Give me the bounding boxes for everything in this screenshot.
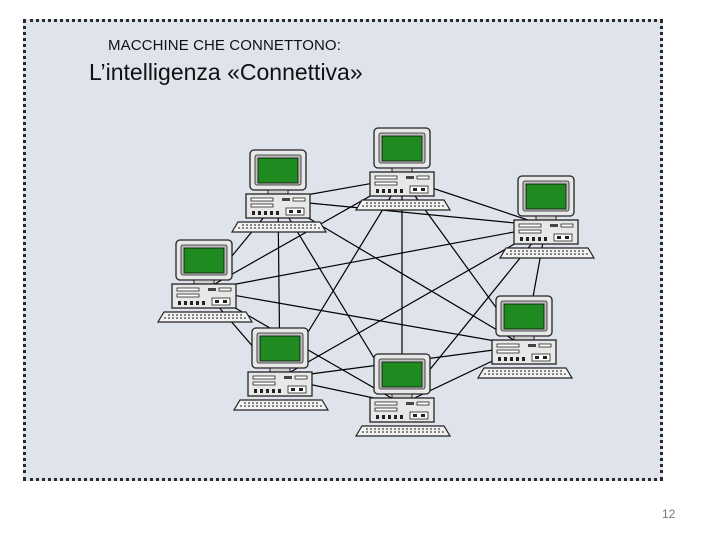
connection-line <box>203 289 525 347</box>
computer-icon <box>355 127 451 211</box>
computer-icon <box>499 175 595 259</box>
connection-line <box>203 177 403 291</box>
slide-subtitle: MACCHINE CHE CONNETTONO: <box>108 37 341 54</box>
computer-icon <box>477 295 573 379</box>
page-number: 12 <box>662 507 676 521</box>
connection-line <box>203 225 547 291</box>
slide-title: L’intelligenza «Connettiva» <box>89 59 363 85</box>
connection-line <box>279 225 547 379</box>
connection-line <box>277 199 547 227</box>
computer-nodes <box>157 127 595 437</box>
